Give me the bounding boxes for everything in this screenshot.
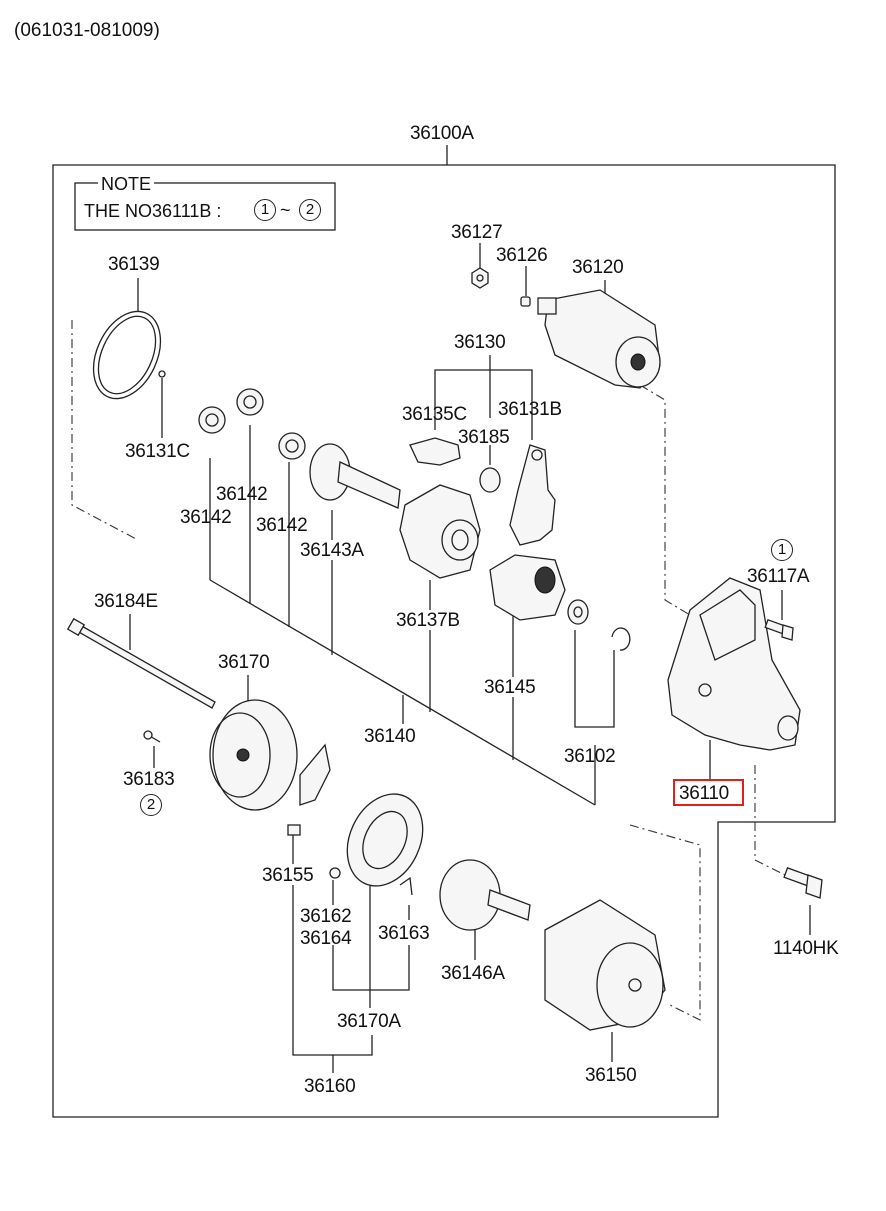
part-36131c[interactable]: 36131C	[125, 441, 190, 462]
part-36160[interactable]: 36160	[304, 1076, 356, 1097]
collar-36102	[567, 599, 589, 625]
clip-36163	[399, 876, 413, 896]
nut-36127	[471, 267, 489, 289]
clutch-36145	[489, 554, 566, 621]
solenoid-36120	[537, 289, 661, 389]
note-range-sep: ~	[280, 200, 291, 220]
part-36117a[interactable]: 36117A	[747, 566, 810, 587]
armature-36146a	[439, 859, 531, 931]
lever-36135c	[409, 437, 461, 466]
part-36142-c[interactable]: 36142	[256, 515, 308, 536]
part-36150[interactable]: 36150	[585, 1065, 637, 1086]
part-36184e[interactable]: 36184E	[94, 591, 158, 612]
part-36139[interactable]: 36139	[108, 254, 160, 275]
dash-lower	[629, 824, 701, 1021]
brush-36155	[287, 743, 331, 836]
part-1140hk[interactable]: 1140HK	[773, 938, 839, 959]
gear-36142b	[278, 432, 306, 460]
housing-36137b	[399, 484, 481, 579]
part-36164[interactable]: 36164	[300, 928, 352, 949]
part-36102[interactable]: 36102	[564, 746, 616, 767]
part-36146a[interactable]: 36146A	[441, 963, 505, 984]
note-box	[74, 182, 336, 231]
part-36126[interactable]: 36126	[496, 245, 548, 266]
part-36130[interactable]: 36130	[454, 332, 506, 353]
part-36140[interactable]: 36140	[364, 726, 416, 747]
note-range-end: 2	[299, 199, 321, 221]
bolt-36117a	[764, 618, 794, 641]
assembly-frame	[52, 164, 836, 1118]
part-36183[interactable]: 36183	[123, 769, 175, 790]
note-text-body: THE NO36111B :	[84, 201, 222, 221]
part-36170a[interactable]: 36170A	[337, 1011, 401, 1032]
spring-36162	[329, 867, 341, 879]
part-36120[interactable]: 36120	[572, 257, 624, 278]
part-36163[interactable]: 36163	[378, 923, 430, 944]
front-housing-36110	[667, 577, 801, 751]
rear-bracket-36170	[209, 699, 298, 811]
snap-ring	[611, 627, 631, 651]
part-36143a[interactable]: 36143A	[300, 540, 364, 561]
part-36170[interactable]: 36170	[218, 652, 270, 673]
gear-36142a	[236, 388, 264, 416]
through-bolt-36184e	[66, 617, 216, 709]
shaft-36143a	[309, 443, 401, 509]
part-36162[interactable]: 36162	[300, 906, 352, 927]
date-range-header: (061031-081009)	[14, 20, 160, 41]
dash-solenoid	[639, 384, 691, 616]
part-36127[interactable]: 36127	[451, 222, 503, 243]
o-ring-36139	[92, 310, 162, 400]
note-text: THE NO36111B :	[84, 201, 221, 222]
part-36137b[interactable]: 36137B	[396, 610, 460, 631]
bolt-1140hk	[783, 867, 823, 899]
part-36117a-mark: 1	[771, 539, 793, 561]
selected-part-highlight	[673, 779, 744, 806]
yoke-36150	[544, 899, 666, 1031]
lever-36131b	[509, 444, 556, 546]
part-36131b[interactable]: 36131B	[498, 399, 562, 420]
part-36155[interactable]: 36155	[262, 865, 314, 886]
leader-lines	[129, 243, 811, 1073]
note-range-start: 1	[254, 199, 276, 221]
part-36183-mark: 2	[140, 794, 162, 816]
dash-left	[71, 320, 139, 541]
gear-36131c	[198, 406, 226, 434]
dash-bolt	[754, 765, 786, 876]
part-36185[interactable]: 36185	[458, 427, 510, 448]
part-36135c[interactable]: 36135C	[402, 404, 467, 425]
screw-36183	[143, 730, 161, 743]
part-36110[interactable]: 36110	[679, 783, 729, 804]
ring-36185	[479, 467, 501, 493]
note-title: NOTE	[98, 174, 155, 195]
assembly-label[interactable]: 36100A	[410, 123, 474, 144]
part-36142-b[interactable]: 36142	[180, 507, 232, 528]
brush-holder-36170a	[346, 793, 424, 887]
part-36142-a[interactable]: 36142	[216, 484, 268, 505]
part-36145[interactable]: 36145	[484, 677, 536, 698]
